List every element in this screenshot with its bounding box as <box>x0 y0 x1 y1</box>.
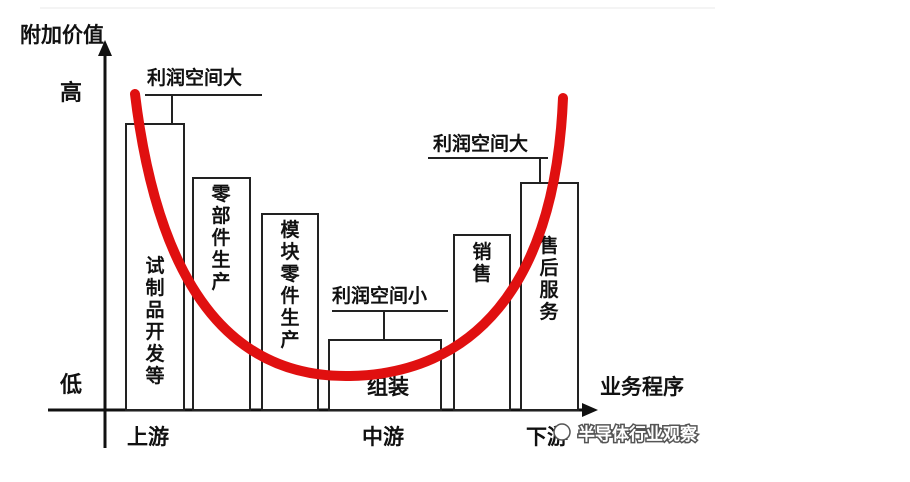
y-high-label: 高 <box>60 80 82 106</box>
bar-after-sales <box>520 182 579 411</box>
callout-left-text: 利润空间大 <box>147 66 242 89</box>
callout-middle-text: 利润空间小 <box>332 284 427 307</box>
callout-right-text: 利润空间大 <box>433 132 528 155</box>
x-axis-arrow <box>582 403 598 417</box>
stage-label-module: 模块零件生产 <box>279 218 300 351</box>
x-upstream-label: 上游 <box>127 425 169 449</box>
smile-curve <box>130 89 568 382</box>
y-axis-arrow <box>98 40 112 56</box>
y-axis-title: 附加价值 <box>20 23 104 47</box>
stage-label-prototype: 试制品开发等 <box>144 255 165 387</box>
x-midstream-label: 中游 <box>362 425 404 449</box>
bar-prototype-dev <box>125 123 185 411</box>
stage-label-parts: 零部件生产 <box>210 183 231 293</box>
stage-label-after-sales: 售后服务 <box>538 234 559 323</box>
x-axis-title: 业务程序 <box>600 375 684 399</box>
y-low-label: 低 <box>59 373 82 398</box>
watermark-text: 半导体行业观察 <box>578 424 698 445</box>
stage-label-sales: 销售 <box>471 240 491 285</box>
watermark: 半导体行业观察 <box>553 423 699 447</box>
watermark-logo-icon <box>553 423 571 441</box>
